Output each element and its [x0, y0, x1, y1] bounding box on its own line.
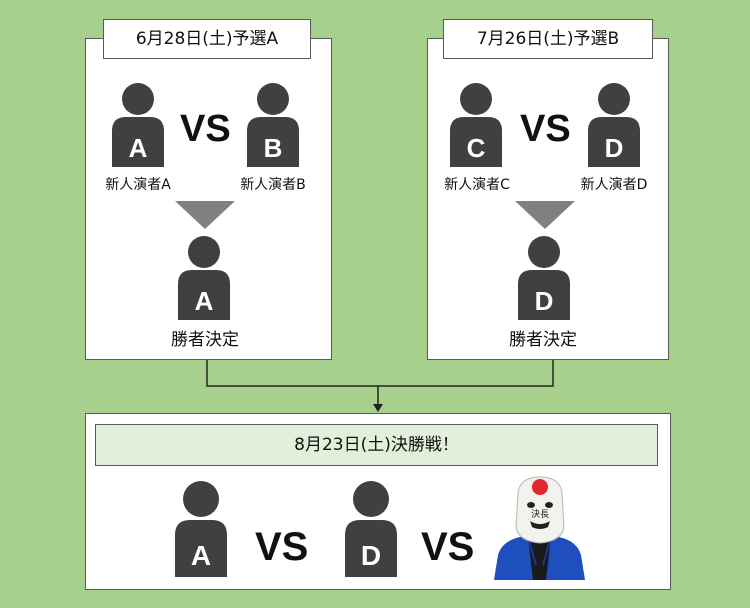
mascot-headband-text: 決長: [531, 508, 549, 520]
prelim-b-left-letter: C: [467, 133, 486, 163]
prelim-b-winner-person-icon: D: [518, 236, 570, 320]
prelim-a-right-letter: B: [264, 133, 283, 163]
prelim-b-left-person-icon: C: [450, 83, 502, 167]
prelim-b-down-triangle-icon: [515, 201, 575, 229]
prelim-a-left-person-icon: A: [112, 83, 164, 167]
prelim-b-right-person-icon: D: [588, 83, 640, 167]
prelim-b-winner-letter: D: [535, 286, 554, 316]
prelim-b-left-caption: 新人演者C: [444, 177, 510, 193]
prelim-a-vs: VS: [180, 108, 231, 150]
prelim-a-right-caption: 新人演者B: [240, 177, 306, 193]
final-p2-person-icon: D: [345, 481, 397, 577]
prelim-b-right-caption: 新人演者D: [580, 177, 648, 193]
prelim-a-winner-letter: A: [195, 286, 214, 316]
final-vs-2: VS: [421, 525, 475, 569]
prelim-b-winner-caption: 勝者決定: [509, 330, 577, 350]
prelim-a-left-letter: A: [129, 133, 148, 163]
prelim-a-winner-person-icon: A: [178, 236, 230, 320]
prelim-a-down-triangle-icon: [175, 201, 235, 229]
prelim-b-right-letter: D: [605, 133, 624, 163]
final-date: 8月23日(土)決勝戦！: [95, 424, 658, 466]
final-vs-1: VS: [255, 525, 309, 569]
prelim-b-date: 7月26日(土)予選B: [443, 19, 653, 59]
prelim-b-vs: VS: [520, 108, 571, 150]
mascot-figure: 決長: [494, 476, 585, 580]
prelim-a-winner-caption: 勝者決定: [171, 330, 239, 350]
prelim-a-date: 6月28日(土)予選A: [103, 19, 311, 59]
prelim-a-right-person-icon: B: [247, 83, 299, 167]
final-p2-letter: D: [361, 540, 381, 571]
final-p1-person-icon: A: [175, 481, 227, 577]
final-p1-letter: A: [191, 540, 211, 571]
prelim-a-left-caption: 新人演者A: [105, 177, 171, 193]
